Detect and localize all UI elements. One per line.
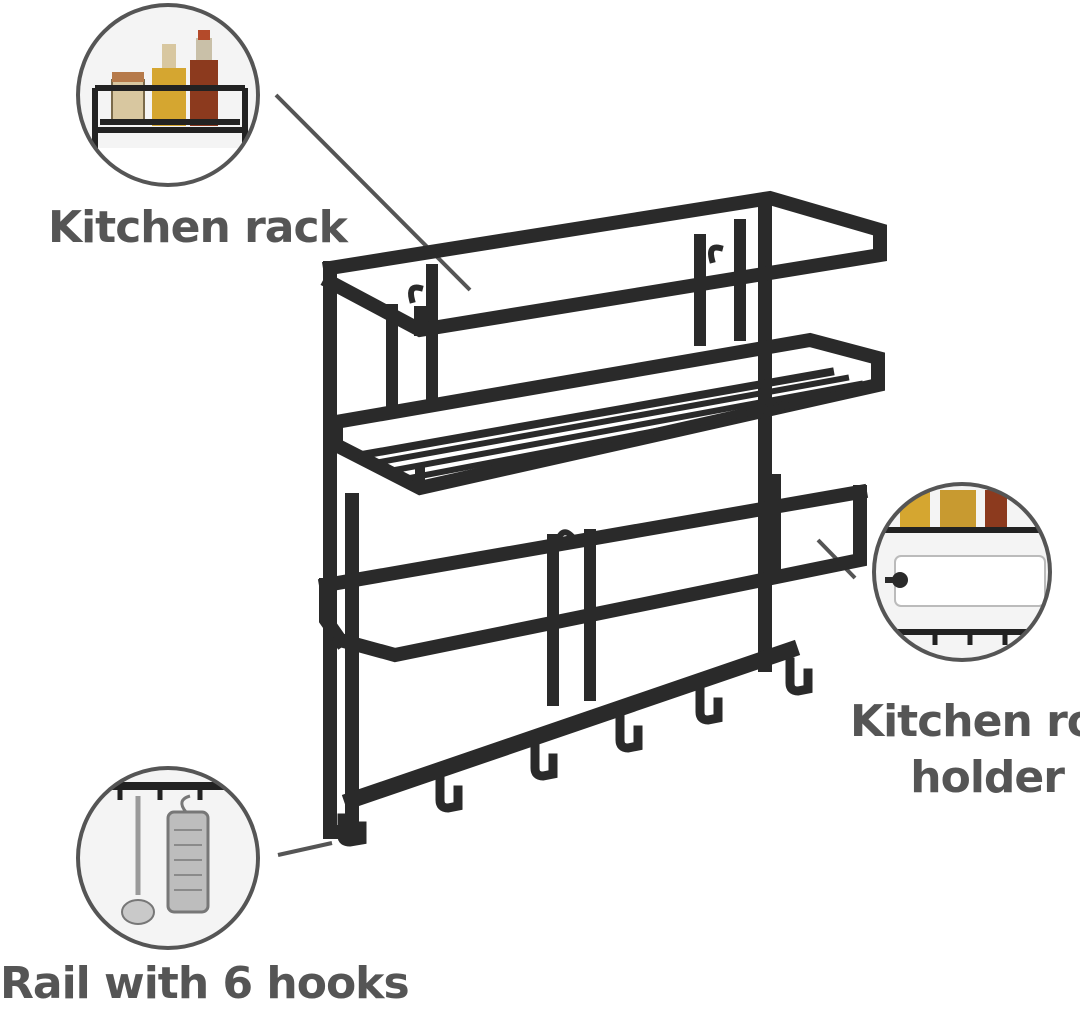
label-kitchen-roll-line2: holder	[910, 752, 1065, 803]
inset-rack-outline	[76, 3, 260, 187]
kitchen-rack-product	[317, 190, 887, 847]
label-kitchen-rack: Kitchen rack	[48, 202, 348, 253]
inset-roll-outline	[872, 482, 1052, 662]
inset-kitchen-rack	[76, 3, 260, 187]
leader-line-rail	[277, 841, 333, 857]
inset-rail-hooks	[76, 766, 260, 950]
label-kitchen-roll-line1: Kitchen roll	[850, 696, 1080, 747]
inset-kitchen-roll	[872, 482, 1052, 662]
label-kitchen-roll-holder: Kitchen roll holder	[850, 694, 1080, 806]
inset-rail-outline	[76, 766, 260, 950]
label-rail-hooks: Rail with 6 hooks	[0, 958, 410, 1009]
